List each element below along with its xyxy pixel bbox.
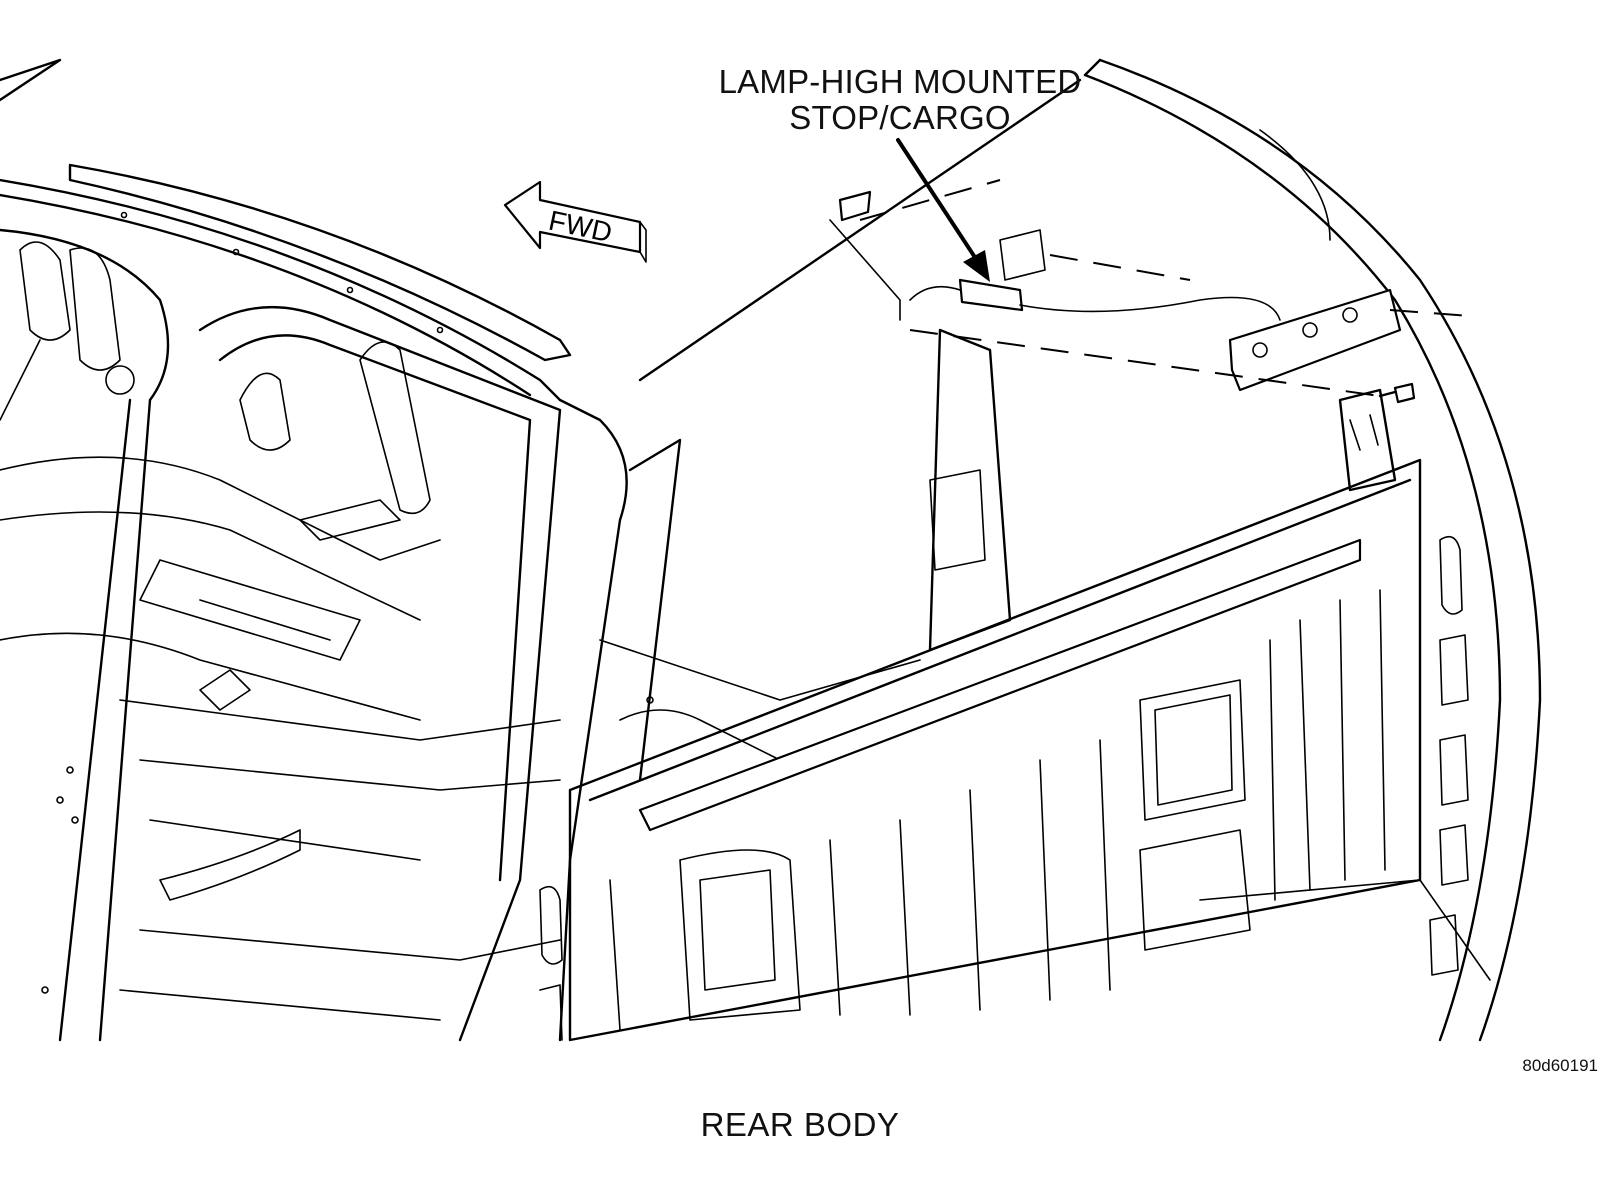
door-frame bbox=[0, 228, 682, 1042]
figure-id: 80d60191 bbox=[1522, 1056, 1598, 1075]
side-slots bbox=[539, 535, 1469, 1041]
fwd-label: FWD bbox=[546, 205, 615, 249]
roof-rail bbox=[0, 58, 572, 402]
callout-line-1: LAMP-HIGH MOUNTED bbox=[718, 63, 1082, 100]
assembly-dash-lines bbox=[859, 179, 1471, 397]
cab-roof bbox=[638, 58, 1542, 1042]
rivet-dots bbox=[41, 211, 654, 994]
seat-outline bbox=[0, 241, 135, 421]
floor-pan bbox=[0, 341, 561, 1021]
fwd-direction-arrow: FWD bbox=[503, 180, 647, 263]
rear-body-line-drawing: FWD bbox=[0, 58, 1542, 1042]
callout-line-2: STOP/CARGO bbox=[789, 99, 1011, 136]
lamp-assembly bbox=[829, 190, 1416, 404]
bed-panel bbox=[568, 458, 1491, 1042]
callout-leader-arrow bbox=[896, 138, 990, 282]
lamp-callout-label: LAMP-HIGH MOUNTED STOP/CARGO bbox=[690, 64, 1110, 136]
figure-caption: REAR BODY bbox=[700, 1106, 900, 1143]
